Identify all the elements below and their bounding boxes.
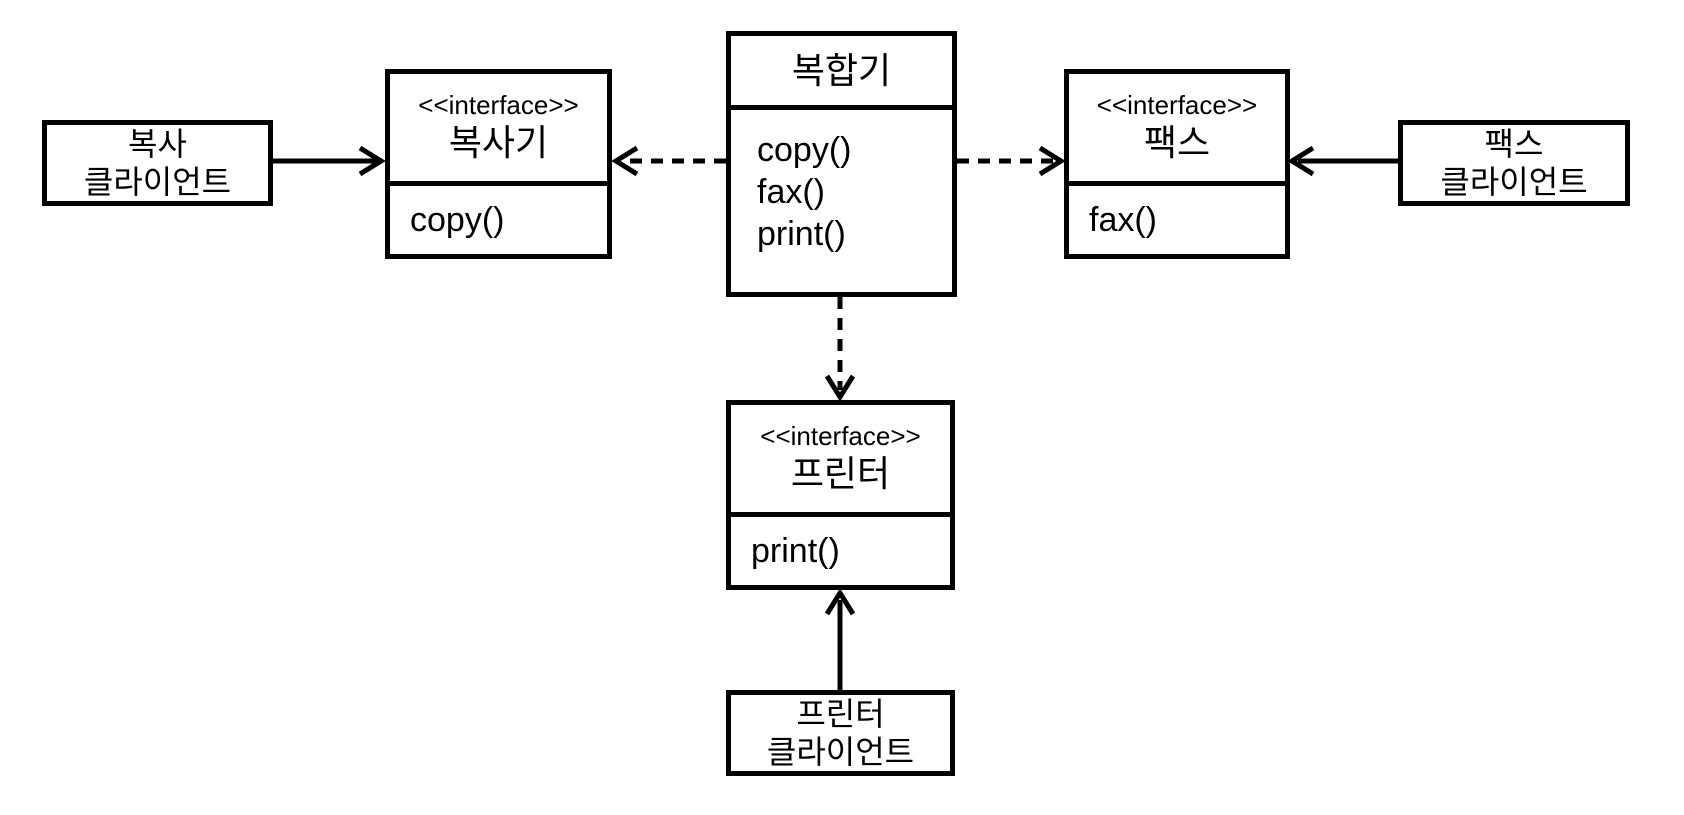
multifunction-class-methods: copy() fax() print(): [731, 110, 952, 255]
copier-interface-stereotype: <<interface>>: [418, 89, 579, 120]
copier-interface-name: 복사기: [448, 121, 549, 163]
printer-interface-name: 프린터: [790, 452, 891, 494]
solid-arrow-printer-client-to-printer: [824, 588, 856, 690]
copier-interface-header: <<interface>> 복사기: [390, 74, 607, 186]
solid-arrow-copy-client-to-copier: [273, 145, 386, 177]
multifunction-class-name: 복합기: [791, 49, 892, 91]
node-fax-interface: <<interface>> 팩스 fax(): [1064, 69, 1290, 259]
node-copier-interface: <<interface>> 복사기 copy(): [385, 69, 612, 259]
dashed-arrow-multifunction-to-printer: [824, 297, 856, 402]
node-multifunction-class: 복합기 copy() fax() print(): [726, 31, 957, 297]
printer-interface-header: <<interface>> 프린터: [731, 405, 950, 517]
printer-client-label-line1: 프린터: [796, 696, 885, 732]
node-printer-client: 프린터 클라이언트: [726, 690, 955, 776]
copy-client-label-line1: 복사: [128, 126, 187, 162]
dashed-arrow-multifunction-to-fax: [957, 145, 1066, 177]
printer-interface-stereotype: <<interface>>: [760, 420, 921, 451]
fax-client-label-line2: 클라이언트: [1440, 164, 1588, 200]
node-fax-client: 팩스 클라이언트: [1398, 120, 1630, 206]
multifunction-class-header: 복합기: [731, 36, 952, 110]
fax-interface-stereotype: <<interface>>: [1096, 89, 1258, 120]
fax-interface-name: 팩스: [1143, 121, 1211, 163]
multifunction-method-copy: copy(): [757, 131, 852, 169]
printer-client-label-line2: 클라이언트: [766, 734, 915, 770]
solid-arrow-fax-client-to-fax: [1287, 145, 1398, 177]
copier-interface-method: copy(): [410, 200, 505, 239]
multifunction-method-print: print(): [757, 215, 846, 253]
fax-interface-header: <<interface>> 팩스: [1069, 74, 1285, 186]
dashed-arrow-multifunction-to-copier: [611, 145, 726, 177]
fax-client-label-line1: 팩스: [1484, 126, 1544, 162]
multifunction-method-fax: fax(): [757, 173, 825, 211]
copy-client-label-line2: 클라이언트: [83, 164, 232, 200]
node-printer-interface: <<interface>> 프린터 print(): [726, 400, 955, 590]
fax-interface-method: fax(): [1089, 200, 1157, 239]
node-copy-client: 복사 클라이언트: [42, 120, 273, 206]
printer-interface-method: print(): [751, 531, 840, 570]
